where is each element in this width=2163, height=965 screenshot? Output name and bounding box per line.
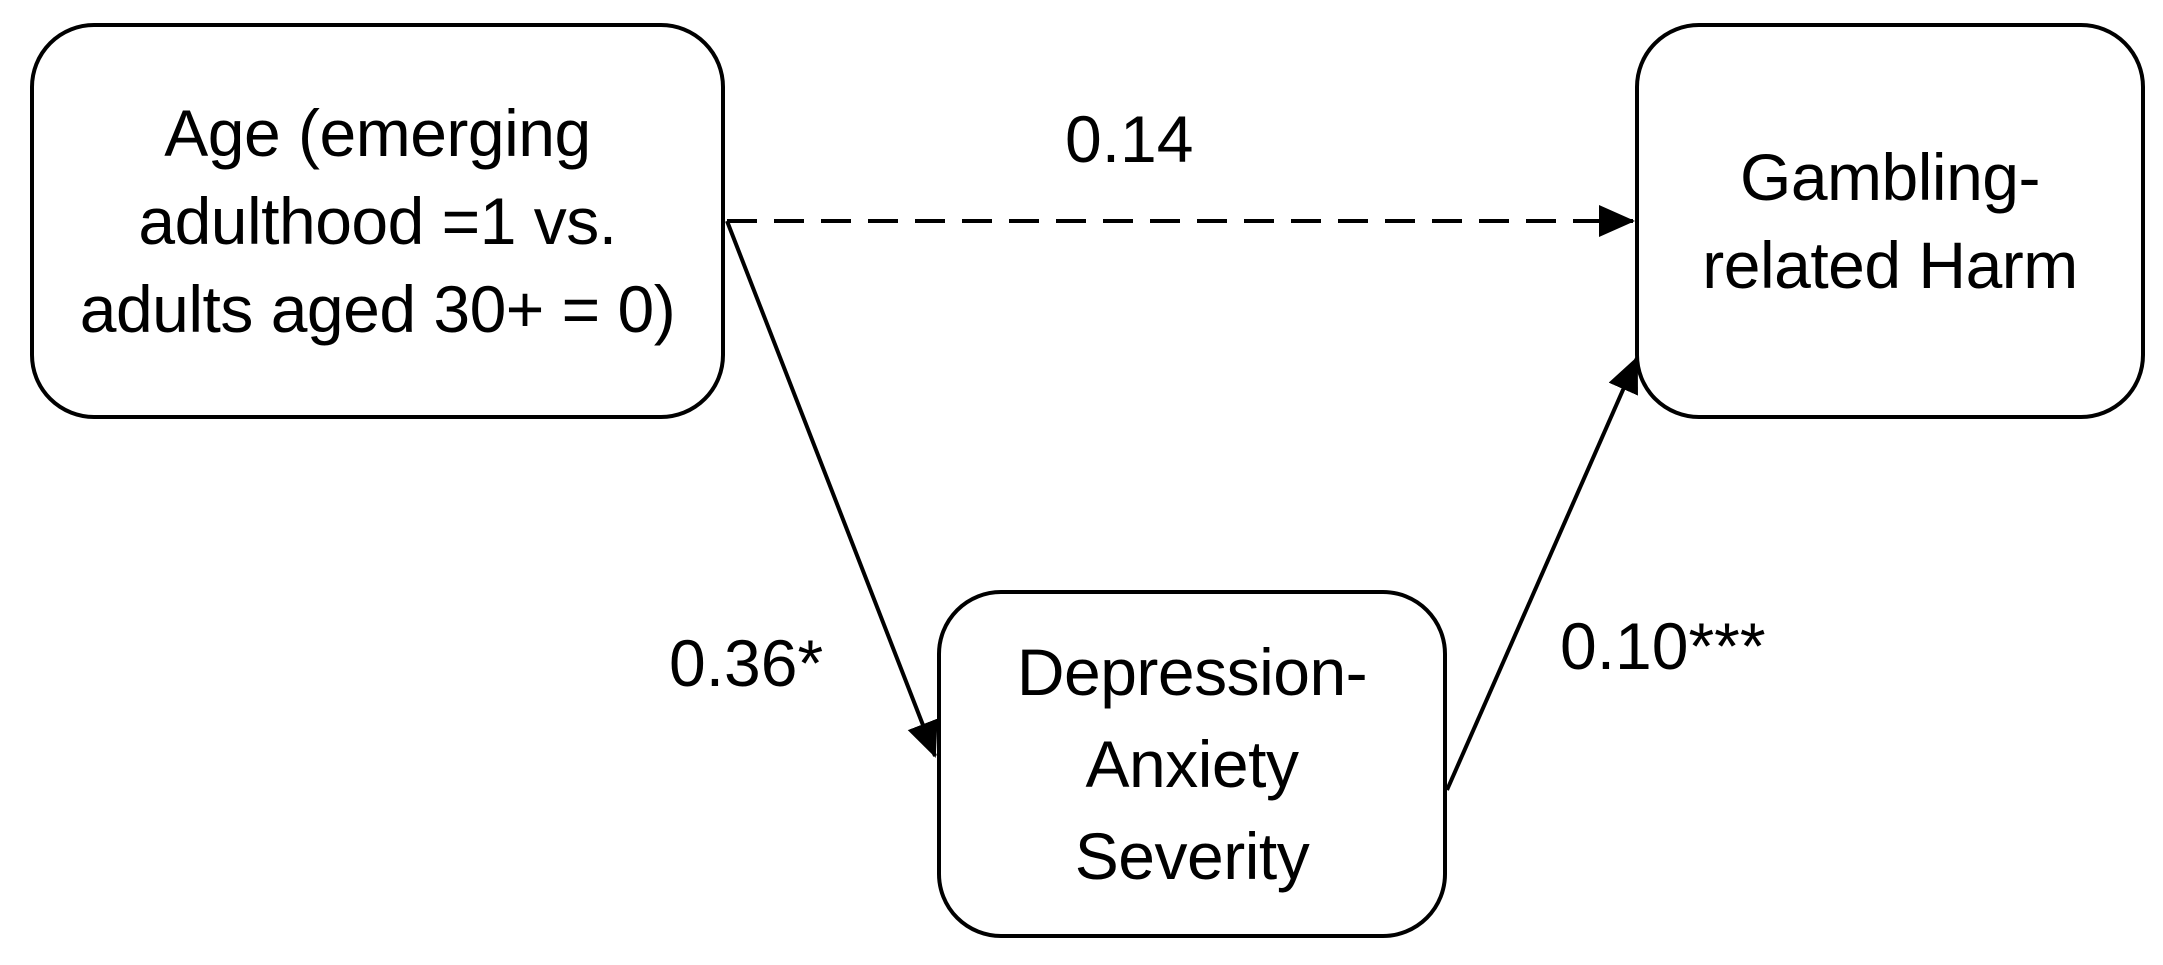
predictor-label-line-2: adulthood =1 vs. (138, 184, 617, 258)
mediator-node: Depression- Anxiety Severity (937, 590, 1447, 938)
mediator-label-line-1: Depression- (1016, 635, 1368, 709)
mediator-label-line-2: Anxiety (1085, 727, 1299, 801)
predictor-label-line-1: Age (emerging (164, 96, 591, 170)
outcome-label-line-2: related Harm (1702, 228, 2078, 302)
mediator-node-label: Depression- Anxiety Severity (1016, 626, 1368, 902)
outcome-node: Gambling- related Harm (1635, 23, 2145, 419)
predictor-label-line-3: adults aged 30+ = 0) (79, 272, 676, 346)
mediator-label-line-3: Severity (1074, 819, 1310, 893)
outcome-label-line-1: Gambling- (1740, 140, 2040, 214)
predictor-node: Age (emerging adulthood =1 vs. adults ag… (30, 23, 725, 419)
outcome-node-label: Gambling- related Harm (1702, 133, 2078, 309)
b-path-arrow (1445, 356, 1639, 791)
direct-path-coefficient: 0.14 (1065, 102, 1194, 176)
a-path-arrow (725, 220, 938, 758)
a-path-coefficient: 0.36* (669, 626, 824, 700)
b-path-coefficient: 0.10*** (1560, 609, 1766, 683)
predictor-node-label: Age (emerging adulthood =1 vs. adults ag… (79, 89, 676, 353)
